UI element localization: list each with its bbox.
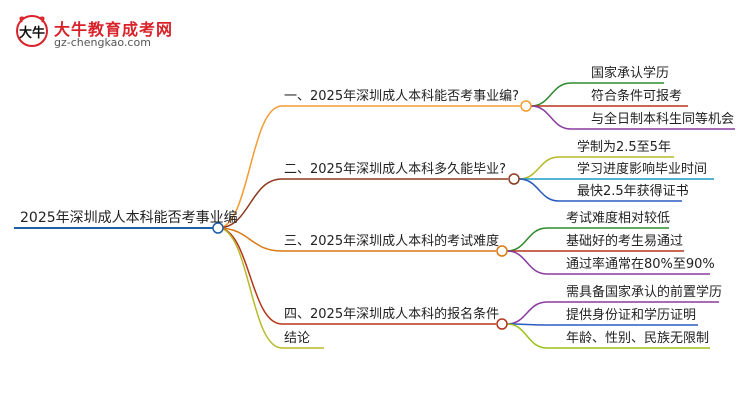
branch-1-child-3[interactable]: 与全日制本科生同等机会 [591,112,735,127]
branch-1-child-1[interactable]: 国家承认学历 [591,66,670,81]
branch-4-label[interactable]: 四、2025年深圳成人本科的报名条件 [284,307,500,322]
branch-4-child-2[interactable]: 提供身份证和学历证明 [566,308,697,323]
branch-1-connector [217,105,283,229]
branch-3-child-3[interactable]: 通过率通常在80%至90% [566,257,715,272]
logo: 大牛 大牛教育成考网 gz-chengkao.com [14,14,184,54]
branch-3-child-1-connector [506,227,548,252]
bull-logo-icon: 大牛 [16,15,48,47]
branch-2-child-2[interactable]: 学习进度影响毕业时间 [577,162,708,177]
branch-2-child-1[interactable]: 学制为2.5至5年 [577,140,671,155]
branch-3-child-1[interactable]: 考试难度相对较低 [566,211,671,226]
branch-3-connector [217,227,283,252]
branch-1-child-3-connector [530,105,572,130]
branch-1-child-2[interactable]: 符合条件可报考 [591,89,683,104]
branch-3-child-3-connector [506,250,548,275]
site-name: 大牛教育成考网 [54,20,174,39]
branch-3-child-2[interactable]: 基础好的考生易通过 [566,234,684,249]
branch-2-label[interactable]: 二、2025年深圳成人本科多久能毕业? [284,162,506,177]
branch-1-child-1-connector [530,82,572,107]
branch-4-child-3-connector [506,323,548,349]
branch-4-connector [217,227,283,325]
branch-2-child-1-connector [518,156,560,180]
branch-1-label[interactable]: 一、2025年深圳成人本科能否考事业编? [284,89,519,104]
root-node-label[interactable]: 2025年深圳成人本科能否考事业编 [20,210,238,226]
logo-mark-text: 大牛 [19,25,45,41]
branch-4-child-1[interactable]: 需具备国家承认的前置学历 [566,285,723,300]
branch-4-child-1-connector [506,301,548,325]
branch-5-connector [217,227,283,349]
branch-2-node [508,173,520,185]
branch-2-child-3-connector [518,178,560,202]
branch-1-node [520,100,532,112]
site-url: gz-chengkao.com [54,36,151,49]
branch-2-connector [217,178,283,229]
branch-3-label[interactable]: 三、2025年深圳成人本科的考试难度 [284,234,500,249]
root-node [212,222,224,234]
branch-3-node [496,245,508,257]
branch-5-label[interactable]: 结论 [284,331,311,346]
branch-2-child-3[interactable]: 最快2.5年获得证书 [577,184,689,199]
branch-4-node [496,318,508,330]
branch-4-child-3[interactable]: 年龄、性别、民族无限制 [566,331,710,346]
